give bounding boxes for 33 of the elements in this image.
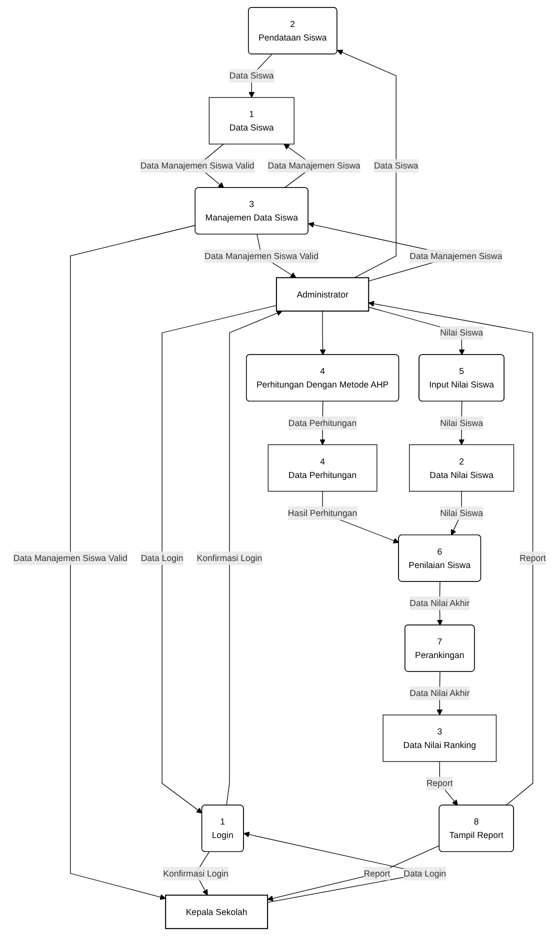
node-box: 1 Data Siswa (209, 97, 295, 144)
edge-label: Data Manajemen Siswa (268, 160, 361, 171)
arrow (320, 310, 326, 356)
edge-label: Hasil Perhitungan (288, 508, 358, 518)
arrow (70, 224, 196, 900)
edge-label: Data Siswa (374, 160, 419, 171)
node-box: 3 Data Nilai Ranking (383, 714, 497, 762)
arrow (337, 50, 397, 278)
node-box: Administrator (276, 277, 370, 312)
node-box: 2 Data Nilai Siswa (409, 444, 514, 492)
edge-label: Nilai Siswa (440, 328, 484, 338)
edge-label: Data Manajemen Siswa (410, 250, 503, 261)
arrow (162, 305, 278, 814)
arrow (226, 310, 283, 806)
edge-label: Data Manajemen Siswa Valid (204, 250, 319, 261)
edge-label: Konfirmasi Login (163, 868, 229, 878)
arrow (268, 845, 440, 902)
edge-label: Data Perhitungan (288, 418, 357, 428)
edge-label: Data Manajemen Siswa Valid (140, 160, 255, 171)
edge-label: Data Nilai Akhir (410, 598, 470, 608)
edge-label: Data Siswa (230, 70, 274, 81)
edge-label: Konfirmasi Login (197, 552, 262, 563)
edge-label: Data Nilai Akhir (410, 688, 470, 698)
edge-label: Data Login (141, 552, 184, 563)
edge-label: Report (426, 778, 454, 788)
edge-label: Data Login (404, 868, 446, 878)
node-box: 4 Data Perhitungan (268, 444, 378, 492)
node-box: Kepala Sekolah (165, 894, 268, 930)
edge-label: Nilai Siswa (440, 508, 484, 518)
edge-label: Data Manajemen Siswa Valid (14, 552, 128, 563)
edge-label: Report (520, 552, 546, 563)
edge-label: Report (364, 868, 390, 878)
edge-label: Nilai Siswa (440, 418, 484, 428)
